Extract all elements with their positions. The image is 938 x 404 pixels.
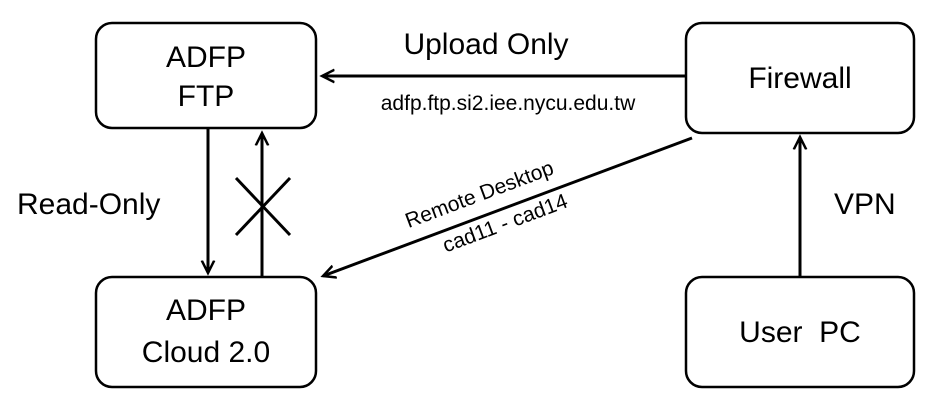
upload-only-label: Upload Only <box>403 28 568 61</box>
upload-only-edge: Upload Only adfp.ftp.si2.iee.nycu.edu.tw <box>322 28 686 115</box>
blocked-x-icon <box>234 176 292 237</box>
adfp-cloud-label-line1: ADFP <box>166 294 246 327</box>
remote-desktop-edge: Remote Desktop cad11 - cad14 <box>323 136 693 276</box>
read-only-label: Read-Only <box>17 188 160 221</box>
read-only-edge: Read-Only <box>17 128 208 273</box>
adfp-cloud-label-line2: Cloud 2.0 <box>142 336 270 369</box>
user-pc-node: User PC <box>684 275 916 389</box>
vpn-edge: VPN <box>800 137 896 277</box>
adfp-ftp-label-line2: FTP <box>178 80 235 113</box>
adfp-cloud-node: ADFP Cloud 2.0 <box>94 275 318 389</box>
adfp-ftp-label-line1: ADFP <box>166 41 246 74</box>
adfp-ftp-node: ADFP FTP <box>94 21 318 130</box>
blocked-upload-edge <box>234 133 292 277</box>
firewall-node: Firewall <box>684 21 916 135</box>
firewall-label: Firewall <box>748 62 851 95</box>
vpn-label: VPN <box>834 188 896 221</box>
user-pc-label: User PC <box>739 316 861 349</box>
ftp-hostname-label: adfp.ftp.si2.iee.nycu.edu.tw <box>381 92 636 115</box>
remote-desktop-arrow <box>323 136 693 276</box>
